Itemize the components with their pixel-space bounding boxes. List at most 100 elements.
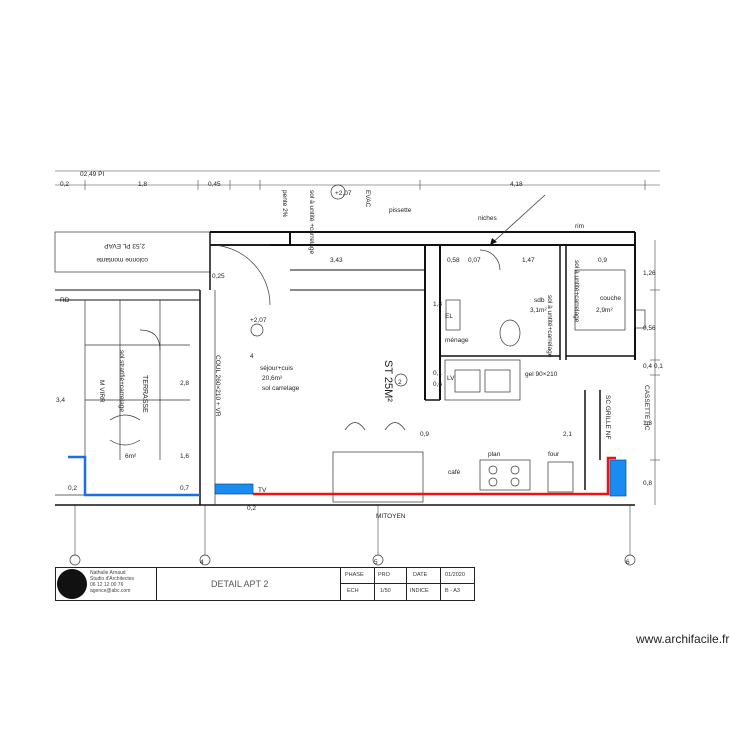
dim-28: 2,8 xyxy=(180,380,189,387)
dim-21: 2,1 xyxy=(563,431,572,438)
cassette-label: CASSETTE RC xyxy=(643,385,650,431)
divider xyxy=(156,568,157,600)
sdb-text: sol à untité+carrelage xyxy=(546,295,553,358)
dim-025: 0,25 xyxy=(212,273,225,280)
terrasse-label: TERRASSE xyxy=(141,375,148,413)
chambre-area: 2,9m² xyxy=(596,307,613,314)
divider xyxy=(440,568,441,600)
sejour-label: séjour+cuis xyxy=(260,365,294,372)
terrace xyxy=(84,300,190,460)
terrasse-text: sol stratifié+carrelage xyxy=(118,350,125,412)
dim-18: 1,8 xyxy=(433,301,442,308)
dim-07: 0,7 xyxy=(180,485,189,492)
walls xyxy=(54,231,636,506)
cafe-label: café xyxy=(448,469,461,476)
pente-label: pente 2% xyxy=(281,190,288,218)
divider xyxy=(340,583,474,584)
studio-line-3: 06 12 12 00 76 xyxy=(90,582,124,588)
sejour-num: 4 xyxy=(250,353,254,360)
dim-09b: 0,9 xyxy=(420,431,429,438)
col-text: colonne montante xyxy=(96,256,148,263)
axis-5: 5 xyxy=(374,559,378,566)
plus267: +2,07 xyxy=(335,190,352,197)
terrasse-sub: M VIRR xyxy=(98,380,105,403)
col-dim: 2,53 PL EVAP xyxy=(104,242,145,249)
plus207: +2,07 xyxy=(250,317,267,324)
dim-13: 1,3 xyxy=(643,420,652,427)
four-label: four xyxy=(548,451,560,458)
date-value: 01/2020 xyxy=(445,572,465,578)
studio-info: Nathalie Arnaud Studio d'Architectes 06 … xyxy=(90,570,180,594)
scale-label: SC GRILLE NF xyxy=(604,395,611,439)
rd-label: RD xyxy=(60,297,70,304)
el-label: EL xyxy=(445,313,453,320)
evac-label: EVAC xyxy=(364,190,371,208)
chambre-text: sol à untité+carrelage xyxy=(573,260,580,323)
dim-08: 0,8 xyxy=(643,480,652,487)
dim-058: 0,58 xyxy=(447,257,460,264)
carrelage-top: sol à untité +carrelage xyxy=(308,190,315,255)
divider xyxy=(340,568,341,600)
dim-06: 0,6 xyxy=(433,381,442,388)
plan-label: plan xyxy=(488,451,501,458)
dim-34: 3,4 xyxy=(56,397,65,404)
studio-line-1: Nathalie Arnaud xyxy=(90,570,126,576)
rim-label: rim xyxy=(575,223,584,230)
dim-147: 1,47 xyxy=(522,257,535,264)
dim-16: 1,6 xyxy=(180,453,189,460)
dim-top-1: 0,2 xyxy=(60,181,69,188)
ech-value: 1/50 xyxy=(380,588,391,594)
dim-02b: 0,2 xyxy=(68,485,77,492)
divider xyxy=(374,568,375,600)
studio-line-4: agence@abc.com xyxy=(90,588,131,594)
title-block: Nathalie Arnaud Studio d'Architectes 06 … xyxy=(55,567,475,601)
niches-label: niches xyxy=(478,215,498,222)
dim-top-4: 4,18 xyxy=(510,181,523,188)
dim-056: 0,56 xyxy=(643,325,656,332)
sheet-title: DETAIL APT 2 xyxy=(211,579,269,589)
dim-01: 0,1 xyxy=(433,370,442,377)
ech-label: ECH xyxy=(347,588,359,594)
dim-top-2: 1,8 xyxy=(138,181,147,188)
dim-007: 0,07 xyxy=(468,257,481,264)
gel-label: gel 90×210 xyxy=(525,371,558,378)
axis-4: 4 xyxy=(200,559,204,566)
dimension-lines xyxy=(55,170,660,555)
lv-label: LV xyxy=(447,375,455,382)
axis-markers xyxy=(69,184,636,566)
phase-label: PHASE xyxy=(345,572,364,578)
studio-line-2: Studio d'Architectes xyxy=(90,576,135,582)
room-st-num: 2 xyxy=(398,379,402,386)
tv-label: TV xyxy=(258,487,267,494)
dim-top-3: 0,45 xyxy=(208,181,221,188)
date-label: DATE xyxy=(413,572,428,578)
dim-343: 3,43 xyxy=(330,257,343,264)
dim-0401: 0,4 0,1 xyxy=(643,363,663,370)
carrelage-sejour: sol carrelage xyxy=(262,385,300,392)
indice-value: B - A3 xyxy=(445,588,460,594)
sdb-area: 3,1m² xyxy=(530,307,547,314)
phase-value: PRO xyxy=(378,572,390,578)
furniture xyxy=(209,244,646,503)
dim-09: 0,9 xyxy=(598,257,607,264)
terrasse-area: 6m² xyxy=(125,453,137,460)
indice-label: INDICE xyxy=(410,588,429,594)
door-main: COUL 260×210 + VR xyxy=(214,355,221,417)
axis-6: 6 xyxy=(626,559,630,566)
sdb-label: sdb xyxy=(534,297,545,304)
dim-02c: 0,2 xyxy=(247,505,256,512)
watermark: www.archifacile.fr xyxy=(636,632,730,646)
markup-lines xyxy=(68,455,627,497)
plan-labels: 0,2 1,8 0,45 4,18 02,49 PI pissette rim … xyxy=(56,171,663,566)
evac-arrow xyxy=(489,194,546,246)
dim-126: 1,26 xyxy=(643,270,656,277)
pissette-label: pissette xyxy=(389,207,412,214)
top-left-text: 02,49 PI xyxy=(80,171,104,178)
room-st-label: ST 25M² xyxy=(382,360,394,402)
divider xyxy=(406,568,407,600)
menage-label: ménage xyxy=(445,337,469,344)
sejour-area: 20,6m² xyxy=(262,375,283,382)
mitoyen-label: MITOYEN xyxy=(376,513,406,520)
studio-logo xyxy=(57,569,87,599)
